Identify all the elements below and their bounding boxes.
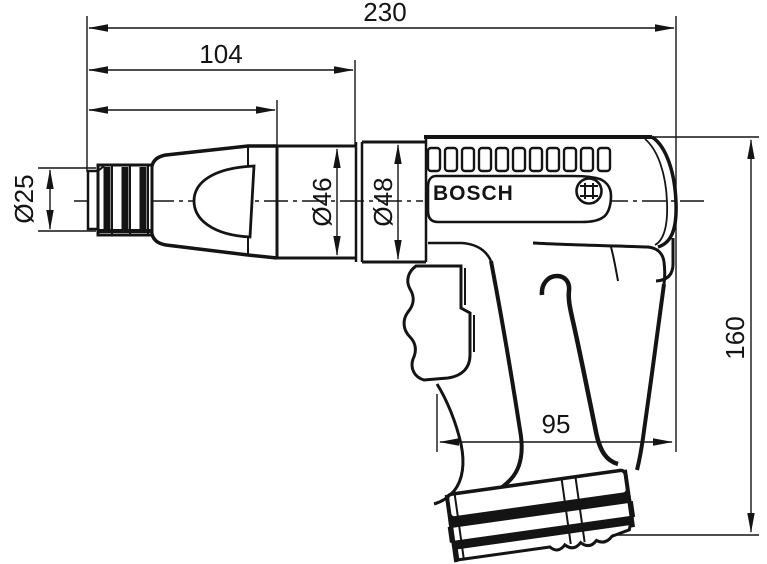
dim-nose-section bbox=[88, 100, 278, 148]
dim-overall-length: 230 bbox=[88, 0, 675, 32]
dim-label-front-section: 104 bbox=[199, 39, 242, 69]
dim-barrel-diameter-front: Ø46 bbox=[307, 148, 341, 256]
barrel-sections bbox=[275, 140, 426, 264]
tool-outline: BOSCH bbox=[86, 135, 678, 563]
brand-panel: BOSCH bbox=[426, 174, 613, 224]
dim-label-grip-depth: 95 bbox=[542, 409, 571, 439]
dim-chuck-diameter: Ø25 bbox=[9, 167, 96, 232]
dim-label-barrel-rear: Ø48 bbox=[368, 177, 398, 226]
base-foot bbox=[444, 468, 636, 563]
motor-housing bbox=[424, 135, 678, 285]
dim-grip-depth: 95 bbox=[436, 394, 673, 452]
dim-label-overall-height: 160 bbox=[720, 316, 750, 359]
dim-overall-height: 160 bbox=[612, 136, 759, 536]
vent-slots bbox=[426, 146, 612, 173]
trigger bbox=[402, 264, 475, 382]
dim-barrel-diameter-rear: Ø48 bbox=[368, 144, 402, 260]
dim-front-section: 104 bbox=[88, 39, 356, 147]
screw-icon bbox=[575, 177, 603, 205]
chuck bbox=[86, 163, 154, 237]
dim-label-chuck-diameter: Ø25 bbox=[9, 174, 39, 223]
handle bbox=[433, 260, 666, 506]
dimension-annotations: 230 104 Ø25 Ø46 Ø48 bbox=[9, 0, 759, 536]
dim-label-overall-length: 230 bbox=[363, 0, 406, 27]
gear-housing-cone bbox=[150, 144, 278, 260]
dim-label-barrel-front: Ø46 bbox=[307, 177, 337, 226]
bosch-logo-text: BOSCH bbox=[433, 182, 514, 205]
